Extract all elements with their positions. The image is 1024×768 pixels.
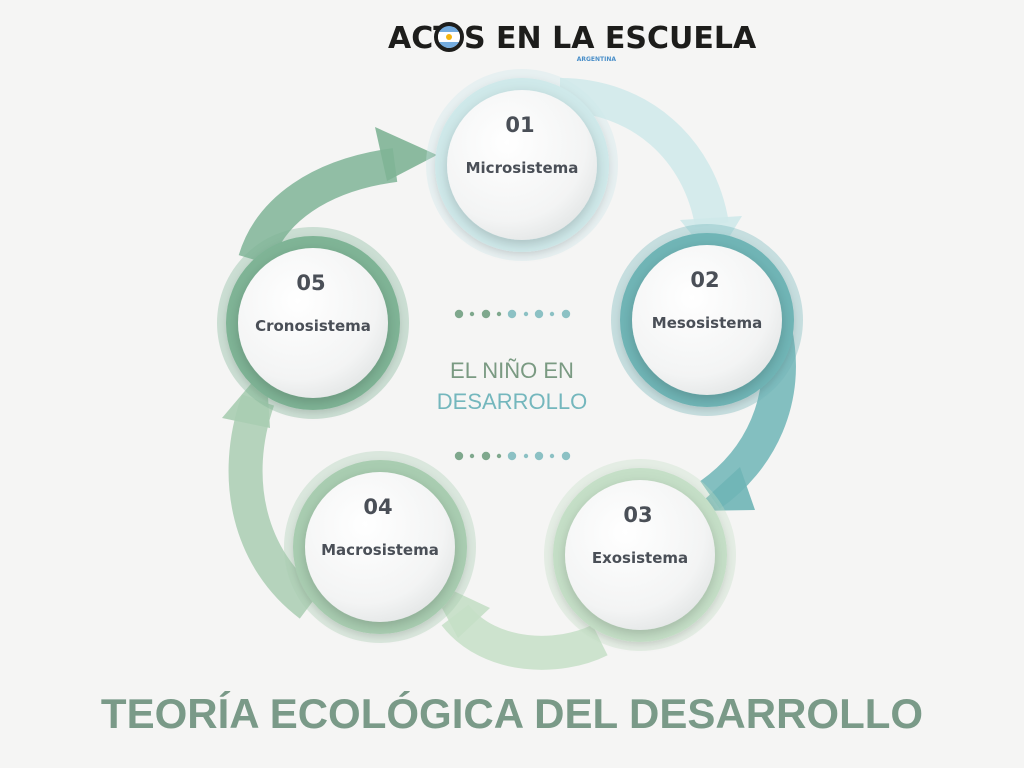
- divider-dot: [534, 451, 544, 461]
- divider-dot: [507, 451, 517, 461]
- stage-disc: [238, 248, 388, 398]
- divider-dot: [469, 453, 475, 459]
- stage-label: Microsistema: [466, 159, 579, 177]
- center-block: EL NIÑO EN DESARROLLO: [437, 309, 587, 461]
- stage-label: Cronosistema: [255, 317, 371, 335]
- logo: ACT S EN LA ESCUELA ARGENTINA: [388, 21, 757, 63]
- divider-dot: [469, 311, 475, 317]
- stages: 01Microsistema02Mesosistema03Exosistema0…: [217, 69, 803, 651]
- stage-disc: [447, 90, 597, 240]
- divider-dot: [523, 311, 529, 317]
- stage-number: 05: [296, 271, 325, 295]
- dots-divider-bottom: [454, 451, 571, 461]
- divider-dot: [534, 309, 544, 319]
- stage-disc: [632, 245, 782, 395]
- stage-disc: [305, 472, 455, 622]
- dots-divider-top: [454, 309, 571, 319]
- divider-dot: [454, 309, 464, 319]
- divider-dot: [454, 451, 464, 461]
- flag-circle-icon: [434, 22, 464, 52]
- divider-dot: [496, 453, 502, 459]
- divider-dot: [481, 309, 491, 319]
- divider-dot: [507, 309, 517, 319]
- page-title: TEORÍA ECOLÓGICA DEL DESARROLLO: [101, 689, 923, 737]
- stage-number: 03: [623, 503, 652, 527]
- stage-label: Exosistema: [592, 549, 688, 567]
- stage-number: 01: [505, 113, 534, 137]
- stage-label: Mesosistema: [652, 314, 762, 332]
- divider-dot: [549, 311, 555, 317]
- divider-dot: [523, 453, 529, 459]
- center-text-line2: DESARROLLO: [437, 389, 587, 414]
- divider-dot: [496, 311, 502, 317]
- divider-dot: [561, 451, 571, 461]
- divider-dot: [561, 309, 571, 319]
- stage-label: Macrosistema: [321, 541, 439, 559]
- stage-disc: [565, 480, 715, 630]
- stage-number: 04: [363, 495, 392, 519]
- stage-number: 02: [690, 268, 719, 292]
- logo-country: ARGENTINA: [577, 56, 617, 63]
- logo-text-right: S EN LA ESCUELA: [464, 21, 757, 56]
- divider-dot: [481, 451, 491, 461]
- divider-dot: [549, 453, 555, 459]
- center-text-line1: EL NIÑO EN: [450, 358, 574, 383]
- cycle-arrow: [238, 127, 437, 266]
